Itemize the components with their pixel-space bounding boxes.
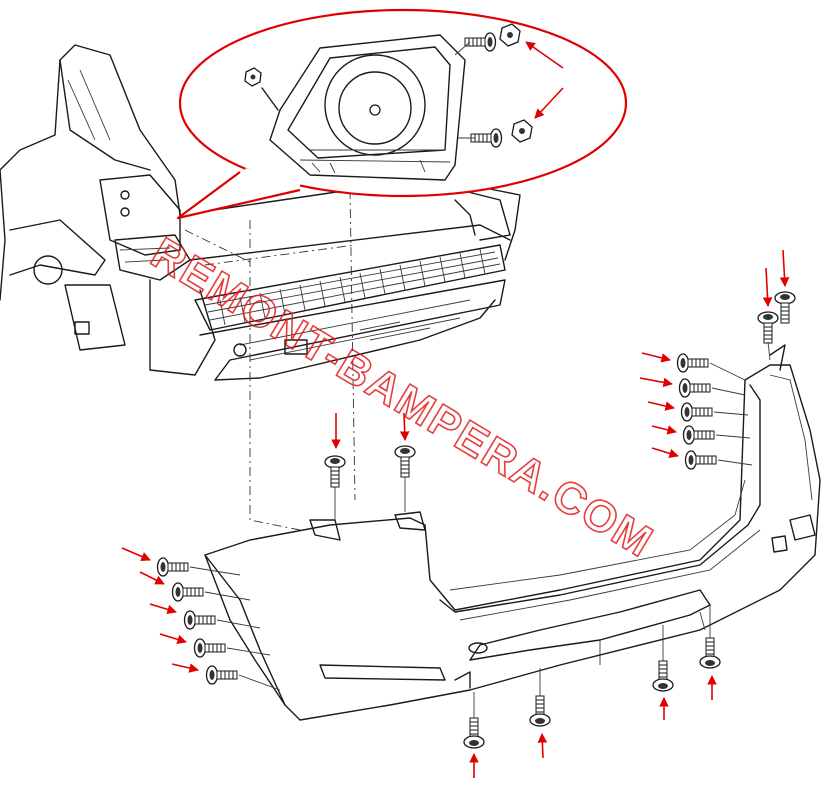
bolt-icon [324, 455, 346, 488]
rear-bumper-cover [204, 344, 821, 721]
bolt-icon [682, 425, 715, 445]
bolt-icon [183, 610, 216, 630]
bolt-icon [193, 638, 226, 658]
right-side-bolts [639, 352, 753, 470]
fog-light-detail [244, 23, 564, 181]
top-center-bolts [324, 412, 416, 520]
left-side-bolts [121, 547, 281, 691]
nut-icon [244, 67, 262, 87]
bolt-icon [394, 445, 416, 478]
bolt-icon [757, 311, 779, 344]
bolt-icon [171, 582, 204, 602]
bolt-icon [676, 353, 709, 373]
vehicle-rear-body [0, 44, 521, 381]
bolt-icon [699, 637, 721, 669]
bolt-icon [684, 450, 717, 470]
bolt-icon [678, 378, 711, 398]
bolt-icon [652, 660, 674, 692]
nut-icon [511, 119, 533, 143]
bolt-icon [529, 695, 551, 727]
nut-icon [499, 23, 521, 47]
fog-light-callout [176, 8, 628, 220]
bolt-icon [156, 557, 189, 577]
alignment-lines [184, 189, 356, 531]
bolt-icon [205, 665, 238, 685]
bolt-icon [463, 717, 485, 749]
bolt-icon [680, 402, 713, 422]
bottom-bolts [463, 605, 721, 778]
top-right-bolts [757, 249, 796, 361]
